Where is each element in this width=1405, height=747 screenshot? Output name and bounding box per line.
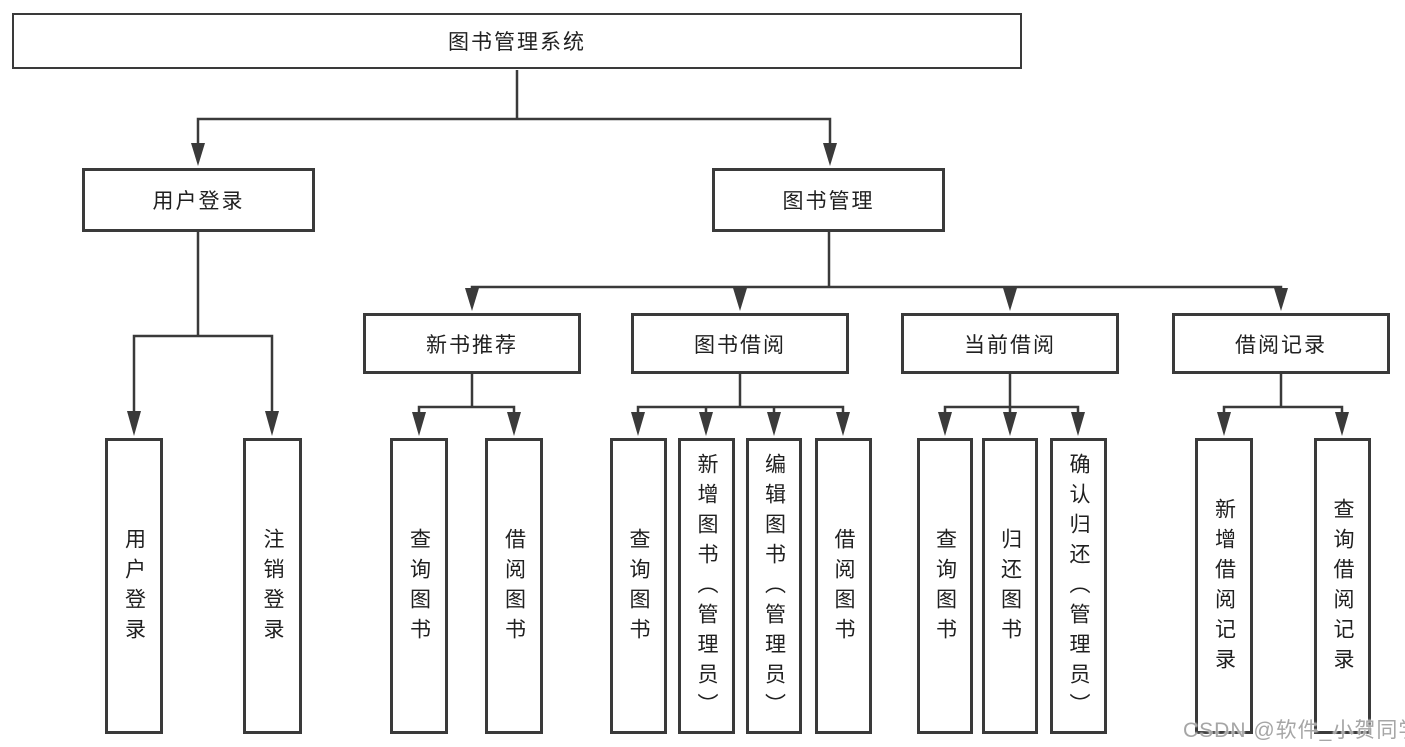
node-label: 借阅记录 [1235,333,1327,357]
node-borrow-records: 借阅记录 [1172,313,1390,374]
node-book-borrow: 图书借阅 [631,313,849,374]
node-new-book-recommend: 新书推荐 [363,313,581,374]
leaf-edit-books-admin: 编辑图书（管理员） [746,438,802,734]
node-book-management: 图书管理 [712,168,945,232]
leaf-borrow-books: 借阅图书 [815,438,872,734]
leaf-query-borrow-record: 查询借阅记录 [1314,438,1371,734]
node-label: 图书管理 [782,190,875,213]
leaf-return-books: 归还图书 [982,438,1038,734]
leaf-query-books-current: 查询图书 [917,438,973,734]
csdn-watermark: CSDN @软件_小贺同学 [1183,719,1405,742]
node-current-borrow: 当前借阅 [901,313,1119,374]
node-library-management-system: 图书管理系统 [12,13,1022,69]
node-label: 新书推荐 [426,333,518,357]
leaf-logout: 注销登录 [243,438,302,734]
leaf-borrow-books-recommend: 借阅图书 [485,438,543,734]
leaf-query-books-recommend: 查询图书 [390,438,448,734]
arrowheads [127,143,1349,436]
node-label: 图书管理系统 [448,31,586,54]
node-label: 图书借阅 [694,333,786,357]
node-label: 当前借阅 [964,333,1056,357]
leaf-user-login: 用户登录 [105,438,163,734]
leaf-confirm-return-admin: 确认归还（管理员） [1050,438,1107,734]
leaf-add-borrow-record: 新增借阅记录 [1195,438,1253,734]
leaf-add-books-admin: 新增图书（管理员） [678,438,735,734]
node-user-login: 用户登录 [82,168,315,232]
node-label: 用户登录 [152,190,245,213]
leaf-query-books-borrow: 查询图书 [610,438,667,734]
